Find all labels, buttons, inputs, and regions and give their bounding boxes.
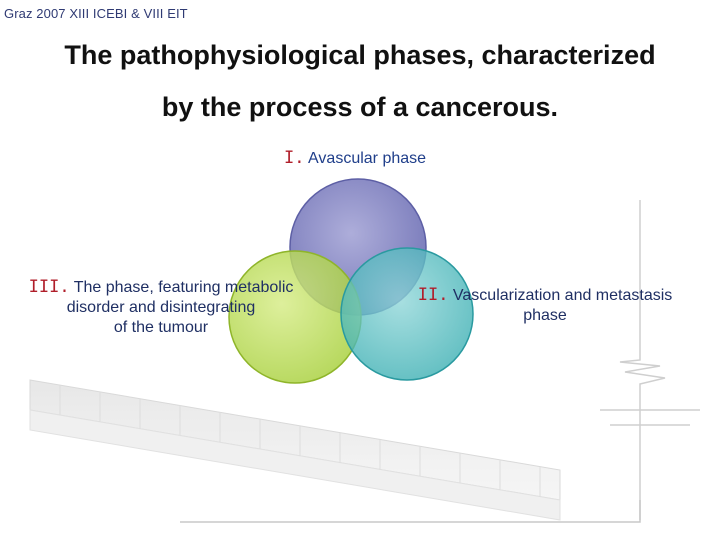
decorative-baseline	[180, 500, 641, 523]
phase-3-text-line-3: of the tumour	[113, 319, 209, 336]
phase-1-label: I. Avascular phase	[283, 148, 427, 168]
phase-3-text-line-2: disorder and disintegrating	[66, 299, 256, 316]
phase-3-label: III. The phase, featuring metabolic diso…	[12, 277, 310, 338]
phase-2-circle	[340, 247, 474, 381]
phase-2-roman: II	[417, 285, 439, 305]
header-caption: Graz 2007 XIII ICEBI & VIII EIT	[4, 6, 188, 21]
phase-3-text-line-1: The phase, featuring metabolic	[73, 279, 294, 296]
phase-1-roman: I	[283, 148, 295, 168]
phase-1-text: Avascular phase	[308, 150, 427, 167]
page-title-line-2: by the process of a cancerous.	[161, 92, 559, 122]
decorative-signal	[600, 200, 700, 520]
phase-2-text-line-1: Vascularization and metastasis	[452, 287, 673, 304]
phase-2-text-line-2: phase	[523, 307, 567, 324]
phase-2-label: II. Vascularization and metastasis phase	[400, 285, 690, 326]
page-title-line-1: The pathophysiological phases, character…	[64, 40, 656, 70]
decorative-slab	[29, 379, 561, 521]
phase-3-roman: III	[28, 277, 60, 297]
